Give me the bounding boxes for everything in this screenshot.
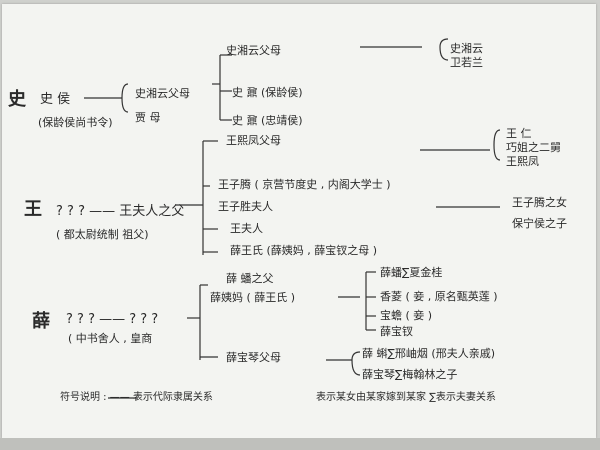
xue-child-yima: 薛姨妈 ( 薛王氏 ) (210, 291, 296, 304)
shi-child-ding: 史 鼐 (保龄侯) (232, 86, 303, 99)
wang-child-xue: 薛王氏 (薛姨妈 , 薛宝钗之母 ) (230, 244, 378, 257)
xue-head-note: ( 中书舍人 , 皇商 (68, 332, 153, 345)
xue-g-baochan: 宝蟾 ( 妾 ) (380, 309, 433, 322)
surname-xue: 薛 (32, 311, 50, 332)
wang-child-xifeng-parents: 王熙凤父母 (226, 134, 281, 147)
shi-desc-2: 卫若兰 (450, 56, 483, 69)
xue-g-baochai: 薛宝钗 (380, 325, 413, 338)
shi-head: 史 侯 (40, 92, 71, 107)
xue-g-baoqin: 薛宝琴∑梅翰林之子 (362, 368, 458, 381)
surname-shi: 史 (8, 89, 26, 110)
wang-child-zisheng: 王子胜夫人 (218, 200, 273, 213)
paper-sheet (2, 4, 596, 438)
wang-desc-ren: 王 仁 (506, 127, 532, 140)
shi-bracket-b (121, 83, 129, 113)
shi-child-nai: 史 鼐 (忠靖侯) (232, 114, 303, 127)
surname-wang: 王 (24, 199, 42, 220)
xue-g-xiangling: 香菱 ( 妾 , 原名甄英莲 ) (380, 290, 498, 303)
wang-desc-qiaojie: 巧姐之二舅 (506, 141, 561, 154)
wang-head-note: ( 都太尉统制 祖父) (56, 228, 149, 241)
shi-branch-b1: 史湘云父母 (135, 87, 190, 100)
xue-g-pan: 薛蟠∑夏金桂 (380, 266, 443, 279)
wang-child-furen: 王夫人 (230, 222, 263, 235)
wang-desc-xifeng: 王熙凤 (506, 155, 539, 168)
legend-left: 符号说明 : —— 表示代际隶属关系 (60, 392, 213, 403)
wang-child-ziteng: 王子腾 ( 京营节度史 , 内阁大学士 ) (218, 178, 391, 191)
wang-head: ? ? ? —— 王夫人之父 (56, 204, 185, 219)
table-edge (0, 438, 600, 450)
xue-g-ke: 薛 蝌∑邢岫烟 (邢夫人亲戚) (362, 347, 495, 360)
wang-desc-baoning: 保宁侯之子 (512, 217, 567, 230)
shi-head-note: (保龄侯尚书令) (38, 116, 113, 129)
shi-desc-1: 史湘云 (450, 42, 483, 55)
xue-child-baoqin: 薛宝琴父母 (226, 351, 281, 364)
xue-child-pan-father: 薛 蟠之父 (226, 272, 274, 285)
legend-right: 表示某女由某家嫁到某家 ∑表示夫妻关系 (316, 392, 496, 403)
xue-head: ? ? ? —— ? ? ? (66, 312, 159, 327)
shi-branch-a: 史湘云父母 (226, 44, 281, 57)
wang-desc-daughter: 王子腾之女 (512, 196, 567, 209)
shi-branch-b2: 贾 母 (135, 111, 161, 124)
